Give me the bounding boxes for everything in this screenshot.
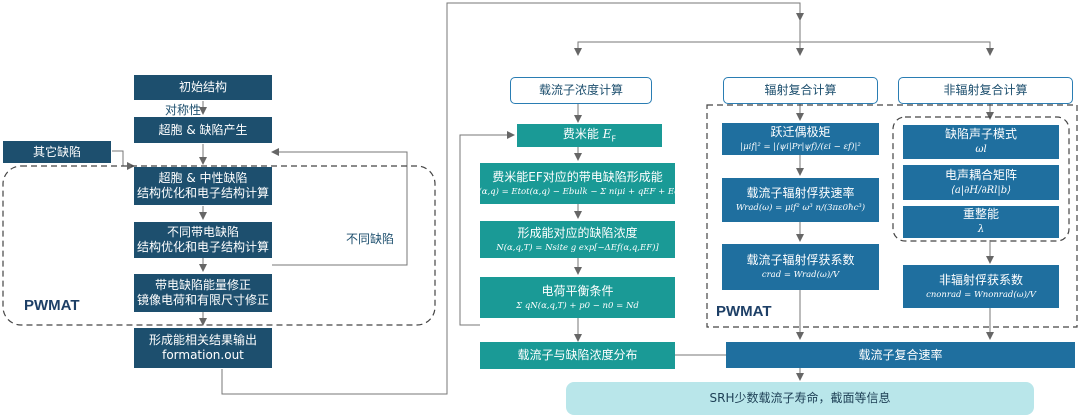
radiative-coeff-formula: crad = Wrad(ω)/V <box>761 270 840 281</box>
header-carrier-text: 载流子浓度计算 <box>538 83 623 97</box>
arrow-other-defect <box>112 150 135 170</box>
fermi-symbol: E <box>602 126 612 141</box>
different-defect-label: 不同缺陷 <box>346 232 395 246</box>
defect-concentration-node: 形成能对应的缺陷浓度 N(α,q,T) = Nsite g exp[−ΔEf(α… <box>480 221 675 258</box>
defect-conc-formula: N(α,q,T) = Nsite g exp[−ΔEf(α,q,EF)] <box>496 242 659 253</box>
neutral-defect-node: 超胞 & 中性缺陷 结构优化和电子结构计算 <box>134 167 272 205</box>
dipole-formula: |μif|² = |⟨ψi|Pr|ψf⟩/(εi − εf)|² <box>740 142 861 153</box>
fermi-sub: F <box>611 134 617 144</box>
srh-info-text: SRH少数载流子寿命，截面等信息 <box>709 391 891 405</box>
fermi-label: 费米能 <box>562 126 603 141</box>
charged-defect-line1: 不同带电缺陷 <box>166 225 239 239</box>
charged-defect-line2: 结构优化和电子结构计算 <box>136 240 269 254</box>
energy-correction-line2: 镜像电荷和有限尺寸修正 <box>136 293 269 307</box>
header-radiative-text: 辐射复合计算 <box>764 83 837 97</box>
other-defect-text: 其它缺陷 <box>32 144 81 159</box>
symmetry-label: 对称性 <box>165 103 202 117</box>
formation-energy-formula: ΔEf(α,q) = Etot(α,q) − Ebulk − Σ niμi + … <box>462 186 693 197</box>
srh-info-node: SRH少数载流子寿命，截面等信息 <box>566 382 1034 415</box>
coupling-formula: ⟨a|∂H/∂Rl|b⟩ <box>950 184 1012 196</box>
dashed-nonrad-inner <box>892 116 1070 242</box>
supercell-defect-text: 超胞 & 缺陷产生 <box>158 122 248 137</box>
carrier-defect-distribution-node: 载流子与缺陷浓度分布 <box>480 342 675 369</box>
output-line1: 形成能相关结果输出 <box>148 333 257 347</box>
radiative-coeff-node: 载流子辐射俘获系数 crad = Wrad(ω)/V <box>722 244 879 290</box>
pwmat-logo-right: PWMAT <box>716 303 772 320</box>
recombination-rate-node: 载流子复合速率 <box>726 342 1075 368</box>
formation-energy-title: 费米能EF对应的带电缺陷形成能 <box>492 169 663 184</box>
radiative-rate-title: 载流子辐射俘获速率 <box>746 186 855 201</box>
defect-conc-title: 形成能对应的缺陷浓度 <box>517 225 638 240</box>
nonrad-coeff-title: 非辐射俘获系数 <box>938 272 1023 287</box>
reorg-title: 重整能 <box>962 207 999 222</box>
radiative-coeff-title: 载流子辐射俘获系数 <box>746 253 855 268</box>
radiative-rate-node: 载流子辐射俘获速率 Wrad(ω) = μif² ω³ n/(3πε0ħc³) <box>722 178 879 222</box>
charge-balance-title: 电荷平衡条件 <box>541 283 614 298</box>
energy-correction-line1: 带电缺陷能量修正 <box>154 278 251 292</box>
radiative-rate-formula: Wrad(ω) = μif² ω³ n/(3πε0ħc³) <box>735 203 866 214</box>
loop-different-defect <box>271 148 408 266</box>
energy-correction-node: 带电缺陷能量修正 镜像电荷和有限尺寸修正 <box>134 274 272 312</box>
output-line2: formation.out <box>162 348 244 362</box>
header-nonradiative: 非辐射复合计算 <box>898 77 1073 104</box>
fermi-energy-node: 费米能 EF <box>517 124 662 147</box>
header-nonradiative-text: 非辐射复合计算 <box>943 83 1028 97</box>
neutral-defect-line1: 超胞 & 中性缺陷 <box>158 171 248 185</box>
coupling-title: 电声耦合矩阵 <box>944 167 1017 182</box>
initial-structure-node: 初始结构 <box>134 75 272 100</box>
nonradiative-coeff-node: 非辐射俘获系数 cnonrad = Wnonrad(ω)/V <box>903 265 1059 308</box>
charge-balance-formula: Σ qN(α,q,T) + p0 − n0 = Nd <box>516 300 639 311</box>
header-radiative: 辐射复合计算 <box>723 77 878 104</box>
phonon-symbol: ωl <box>975 144 987 156</box>
other-defect-node: 其它缺陷 <box>3 141 111 163</box>
dashed-left-region <box>2 165 436 326</box>
phonon-mode-node: 缺陷声子模式 ωl <box>903 125 1059 159</box>
neutral-defect-line2: 结构优化和电子结构计算 <box>136 186 269 200</box>
charge-balance-node: 电荷平衡条件 Σ qN(α,q,T) + p0 − n0 = Nd <box>480 277 675 318</box>
charged-defect-node: 不同带电缺陷 结构优化和电子结构计算 <box>134 222 272 258</box>
recombination-rate-text: 载流子复合速率 <box>858 347 943 362</box>
wire-output-to-top <box>221 2 804 395</box>
coupling-matrix-node: 电声耦合矩阵 ⟨a|∂H/∂Rl|b⟩ <box>903 165 1059 200</box>
nonrad-coeff-formula: cnonrad = Wnonrad(ω)/V <box>926 289 1036 300</box>
output-node: 形成能相关结果输出 formation.out <box>134 328 272 368</box>
carrier-defect-dist-text: 载流子与缺陷浓度分布 <box>517 348 638 362</box>
pwmat-logo-left: PWMAT <box>24 297 80 314</box>
reorganization-energy-node: 重整能 λ <box>903 206 1059 238</box>
header-carrier-concentration: 载流子浓度计算 <box>510 77 652 104</box>
supercell-defect-node: 超胞 & 缺陷产生 <box>134 117 272 143</box>
dashed-right-region <box>706 104 1078 328</box>
formation-energy-node: 费米能EF对应的带电缺陷形成能 ΔEf(α,q) = Etot(α,q) − E… <box>463 163 692 204</box>
reorg-symbol: λ <box>977 224 985 236</box>
dipole-title: 跃迁偶极矩 <box>770 125 831 140</box>
dipole-moment-node: 跃迁偶极矩 |μif|² = |⟨ψi|Pr|ψf⟩/(εi − εf)|² <box>722 123 879 155</box>
initial-structure-text: 初始结构 <box>178 80 227 94</box>
fermi-energy-text: 费米能 EF <box>563 127 616 144</box>
phonon-title: 缺陷声子模式 <box>944 127 1017 142</box>
